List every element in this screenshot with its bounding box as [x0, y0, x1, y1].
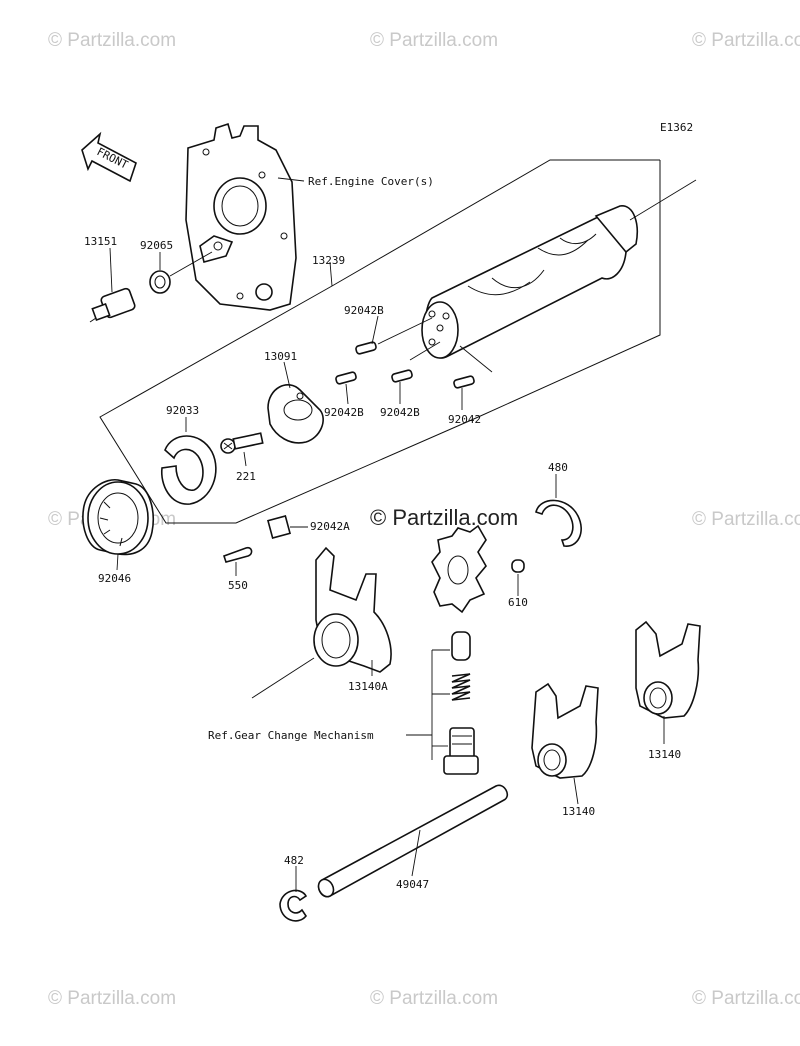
shaft-49047: [317, 784, 509, 898]
label-550: 550: [228, 579, 248, 592]
pin-92042: [453, 375, 475, 389]
plunger-610: [511, 559, 525, 573]
pin-92042B-left: [335, 371, 357, 385]
bearing-92046: [82, 479, 154, 556]
label-13151: 13151: [84, 235, 117, 248]
watermark-bottom-right: © Partzilla.com: [692, 988, 800, 1009]
circlip-480: [535, 499, 582, 547]
label-92042B-left: 92042B: [324, 406, 364, 419]
label-482: 482: [284, 854, 304, 867]
watermark-top-right: © Partzilla.com: [692, 30, 800, 51]
watermark-top-left: © Partzilla.com: [48, 30, 176, 51]
pin-92042A: [266, 514, 292, 540]
pin-92042B-top: [355, 341, 377, 355]
cotter-pin-550: [222, 546, 253, 563]
engine-cover: [185, 122, 297, 311]
watermark-bottom-left: © Partzilla.com: [48, 988, 176, 1009]
detent-stack: [431, 631, 479, 775]
fork-13140-right: [635, 620, 701, 719]
assembly-outline: [99, 159, 661, 524]
label-92042B-top: 92042B: [344, 304, 384, 317]
label-92042A: 92042A: [310, 520, 350, 533]
leader-lines: [109, 177, 665, 892]
label-92042B-mid: 92042B: [380, 406, 420, 419]
label-13091: 13091: [264, 350, 297, 363]
fork-13140A: [251, 546, 392, 699]
pins: [335, 317, 493, 389]
fork-13140-mid: [531, 682, 599, 779]
label-92065: 92065: [140, 239, 173, 252]
label-92033: 92033: [166, 404, 199, 417]
label-480: 480: [548, 461, 568, 474]
label-13140A: 13140A: [348, 680, 388, 693]
label-ref-gear-change: Ref.Gear Change Mechanism: [208, 729, 374, 742]
label-13140-mid: 13140: [562, 805, 595, 818]
watermark-top-center: © Partzilla.com: [370, 30, 498, 51]
holder-13091: [267, 384, 324, 444]
front-arrow-icon: FRONT: [81, 131, 137, 183]
label-ref-engine-cover: Ref.Engine Cover(s): [308, 175, 434, 188]
ring-92033: [161, 435, 217, 505]
star-cam: [431, 524, 487, 614]
label-13140-right: 13140: [648, 748, 681, 761]
pin-92042B-mid: [391, 369, 413, 383]
shift-drum-13239: [421, 179, 697, 359]
circlip-482: [279, 889, 308, 922]
label-92046: 92046: [98, 572, 131, 585]
label-221: 221: [236, 470, 256, 483]
washer-92065: [149, 270, 171, 294]
screw-221: [220, 432, 264, 454]
diagram-code: E1362: [660, 121, 693, 134]
watermark-mid-right: © Partzilla.com: [692, 509, 800, 530]
label-13239: 13239: [312, 254, 345, 267]
switch-13151: [89, 287, 136, 323]
label-92042: 92042: [448, 413, 481, 426]
callout-labels: Ref.Engine Cover(s) 13239 92065 13151 92…: [84, 175, 681, 891]
label-610: 610: [508, 596, 528, 609]
label-49047: 49047: [396, 878, 429, 891]
watermark-bottom-center: © Partzilla.com: [370, 988, 498, 1009]
watermark-center: © Partzilla.com: [370, 505, 518, 530]
